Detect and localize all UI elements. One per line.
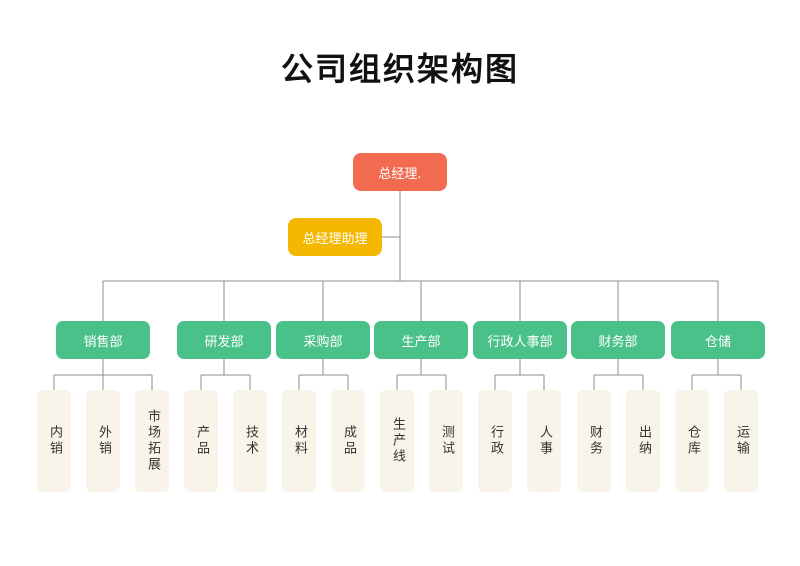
dept-warehouse-node: 仓储 — [671, 321, 765, 359]
unit-materials: 材料 — [282, 390, 316, 492]
unit-label: 内销 — [47, 425, 62, 457]
unit-label: 产品 — [194, 425, 209, 457]
unit-storage: 仓库 — [675, 390, 709, 492]
dept-admin-hr-node: 行政人事部 — [473, 321, 567, 359]
unit-finished-goods: 成品 — [331, 390, 365, 492]
dept-warehouse-label: 仓储 — [704, 334, 731, 350]
unit-administration: 行政 — [478, 390, 512, 492]
unit-label: 运输 — [734, 425, 749, 457]
dept-purchasing-node: 采购部 — [276, 321, 370, 359]
unit-technology: 技术 — [233, 390, 267, 492]
unit-domestic-sales: 内销 — [37, 390, 71, 492]
ceo-label: 总经理. — [378, 166, 422, 182]
dept-production-label: 生产部 — [401, 334, 441, 350]
dept-admin-hr-label: 行政人事部 — [487, 334, 553, 350]
ceo-node: 总经理. — [353, 153, 447, 191]
unit-personnel: 人事 — [527, 390, 561, 492]
ceo-assistant-label: 总经理助理 — [302, 231, 368, 247]
unit-transport: 运输 — [724, 390, 758, 492]
unit-accounting: 财务 — [577, 390, 611, 492]
unit-label: 成品 — [341, 425, 356, 457]
unit-label: 仓库 — [685, 425, 700, 457]
unit-label: 出纳 — [636, 425, 651, 457]
ceo-assistant-node: 总经理助理 — [288, 218, 382, 256]
page-title: 公司组织架构图 — [280, 50, 519, 88]
unit-label: 测试 — [439, 425, 454, 457]
unit-label: 市场拓展 — [145, 409, 160, 473]
unit-export-sales: 外销 — [86, 390, 120, 492]
dept-finance-node: 财务部 — [571, 321, 665, 359]
dept-rnd-node: 研发部 — [177, 321, 271, 359]
unit-testing: 测试 — [429, 390, 463, 492]
unit-product: 产品 — [184, 390, 218, 492]
unit-market-expansion: 市场拓展 — [135, 390, 169, 492]
dept-sales-label: 销售部 — [83, 334, 123, 350]
unit-production-line: 生产线 — [380, 390, 414, 492]
unit-label: 人事 — [537, 425, 552, 457]
dept-purchasing-label: 采购部 — [303, 334, 343, 350]
dept-production-node: 生产部 — [374, 321, 468, 359]
dept-sales-node: 销售部 — [56, 321, 150, 359]
dept-rnd-label: 研发部 — [204, 334, 244, 350]
unit-label: 财务 — [587, 425, 602, 457]
unit-label: 外销 — [96, 425, 111, 457]
dept-finance-label: 财务部 — [598, 334, 638, 350]
unit-label: 行政 — [488, 425, 503, 457]
unit-label: 生产线 — [390, 417, 405, 465]
unit-cashier: 出纳 — [626, 390, 660, 492]
unit-label: 技术 — [243, 425, 258, 457]
unit-label: 材料 — [292, 425, 307, 457]
